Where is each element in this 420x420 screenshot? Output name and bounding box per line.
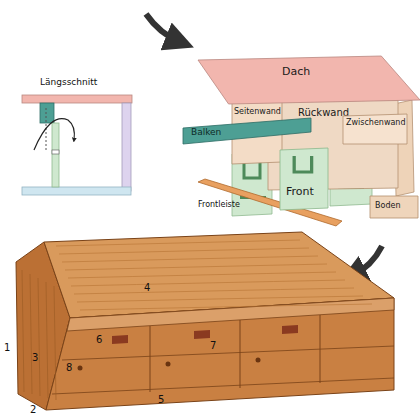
callout-number: 2 (30, 404, 36, 415)
slot-mark (294, 156, 311, 172)
wood-grain (71, 280, 345, 286)
callout-number: 8 (66, 362, 72, 373)
panel-outline (280, 148, 328, 210)
callout-number: 5 (158, 394, 164, 405)
panel-fill (280, 148, 328, 210)
part-name: Frontleiste (198, 201, 240, 210)
callout-number: 1 (4, 342, 10, 353)
part-name: Zwischenwand (346, 118, 407, 127)
callout-number: 4 (144, 282, 150, 293)
wood-grain (77, 296, 363, 302)
wood-grain (22, 270, 24, 392)
section-figure (22, 95, 132, 195)
nest-box (16, 232, 394, 410)
wood-grain (30, 274, 32, 394)
wood-grain (59, 248, 309, 254)
part-name: Seitenwand (234, 107, 282, 116)
flow-arrow (146, 14, 180, 42)
panel-outline (198, 56, 420, 104)
floor-panel: Boden (370, 196, 418, 218)
part-name: Balken (191, 127, 311, 137)
wood-grain (74, 288, 354, 294)
callout-number: 3 (32, 352, 38, 363)
wood-grain (56, 240, 300, 246)
front-panel: Front (280, 148, 328, 210)
wood-grain (54, 286, 56, 400)
wood-grain (38, 278, 40, 396)
section-title: Längsschnitt (40, 78, 97, 88)
beam-bar: Balken (183, 118, 311, 144)
wood-grain (68, 272, 336, 278)
wood-grain (80, 304, 372, 310)
wood-grain (62, 256, 318, 262)
panel-fill (183, 118, 311, 144)
roof-panel: Dach (198, 56, 420, 104)
panel-fill (370, 196, 418, 218)
part-name: Boden (375, 201, 418, 210)
panel-fill (198, 56, 420, 104)
callout-number: 7 (210, 340, 216, 351)
part-name: Dach (282, 66, 420, 79)
wood-grain (65, 264, 327, 270)
wood-grain (46, 282, 48, 398)
part-name: Front (286, 186, 328, 199)
callout-number: 6 (96, 334, 102, 345)
partition-panel: Zwischenwand (343, 114, 407, 144)
panel-fill (343, 114, 407, 144)
